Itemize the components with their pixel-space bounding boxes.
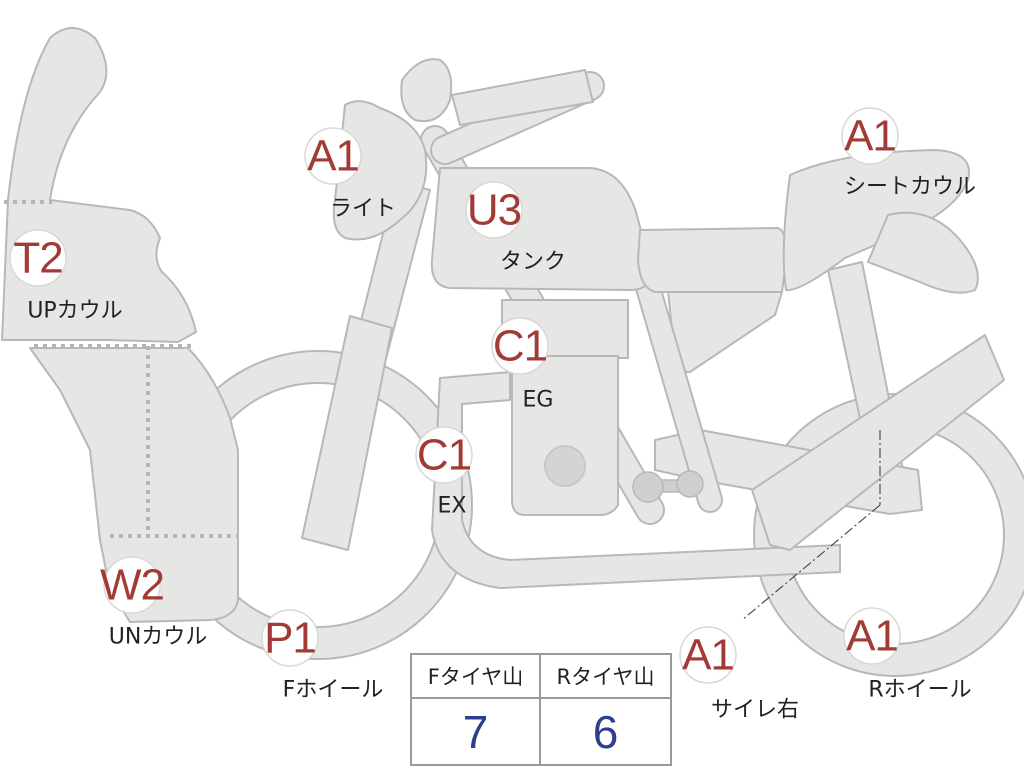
tire-tread-table: Fタイヤ山 Rタイヤ山 7 6 xyxy=(410,653,672,766)
grade-marker-up-cowl: T2 UPカウル xyxy=(9,229,123,324)
grade-circle xyxy=(103,556,161,614)
grade-marker-engine: C1 EG xyxy=(491,317,554,413)
grade-circle xyxy=(9,229,67,287)
grade-marker-light: A1 ライト xyxy=(304,127,396,222)
grade-marker-rear-wheel: A1 Rホイール xyxy=(843,607,972,703)
part-label: Fホイール xyxy=(283,678,384,703)
seat-cowl-tail-shape xyxy=(867,211,979,294)
rear-fender-shape xyxy=(667,289,783,373)
part-label: シートカウル xyxy=(844,175,976,200)
muffler-shape xyxy=(751,334,1005,551)
cowl-panel-lines xyxy=(4,200,238,538)
front-tire-header: Fタイヤ山 xyxy=(412,655,541,699)
grade-marker-seat-cowl: A1 シートカウル xyxy=(841,107,976,200)
seat-shape xyxy=(637,227,788,293)
grade-marker-under-cowl: W2 UNカウル xyxy=(100,556,208,650)
engine-body-shape xyxy=(511,355,619,516)
rear-tire-value: 6 xyxy=(592,705,619,758)
under-cowl-shape xyxy=(29,347,239,623)
grade-circle xyxy=(841,107,899,165)
part-label: UNカウル xyxy=(109,625,208,650)
handlebar-shape xyxy=(451,69,594,126)
part-label: EX xyxy=(438,494,467,519)
engine-cover-shape xyxy=(544,445,586,487)
grade-circle xyxy=(261,609,319,667)
meter-shape xyxy=(400,58,453,122)
grade-circle xyxy=(304,127,362,185)
exhaust-pipe-shape xyxy=(431,371,841,589)
grade-text: A1 xyxy=(844,112,896,161)
grade-marker-tank: U3 タンク xyxy=(465,181,566,275)
grade-text: P1 xyxy=(264,614,316,663)
grade-text: W2 xyxy=(100,561,164,610)
grade-text: A1 xyxy=(682,631,734,680)
grade-marker-muffler-r: A1 サイレ右 xyxy=(679,626,799,723)
part-label: タンク xyxy=(500,250,566,275)
grade-text: C1 xyxy=(417,431,471,480)
rear-tire-header: Rタイヤ山 xyxy=(541,655,670,699)
fork-lower-shape xyxy=(301,315,393,551)
front-tire-value: 7 xyxy=(412,699,541,764)
grade-marker-front-wheel: P1 Fホイール xyxy=(261,609,384,703)
part-label: UPカウル xyxy=(27,299,122,324)
upper-cowl-shape xyxy=(1,27,197,343)
grade-text: T2 xyxy=(13,234,62,283)
grade-marker-exhaust: C1 EX xyxy=(415,426,473,519)
part-label: サイレ右 xyxy=(711,698,799,723)
leader-line-diag xyxy=(741,504,881,621)
part-label: EG xyxy=(523,388,554,413)
grade-circle xyxy=(415,426,473,484)
grade-circle xyxy=(491,317,549,375)
grade-circle xyxy=(465,181,523,239)
grade-text: U3 xyxy=(467,186,521,235)
headlight-shape xyxy=(332,100,428,241)
grade-text: A1 xyxy=(307,132,359,181)
grade-text: C1 xyxy=(493,322,547,371)
footpeg-shape xyxy=(632,470,704,503)
grade-circle xyxy=(679,626,737,684)
grade-text: A1 xyxy=(846,612,898,661)
grade-circle xyxy=(843,607,901,665)
part-label: Rホイール xyxy=(868,678,971,703)
part-label: ライト xyxy=(330,197,396,222)
